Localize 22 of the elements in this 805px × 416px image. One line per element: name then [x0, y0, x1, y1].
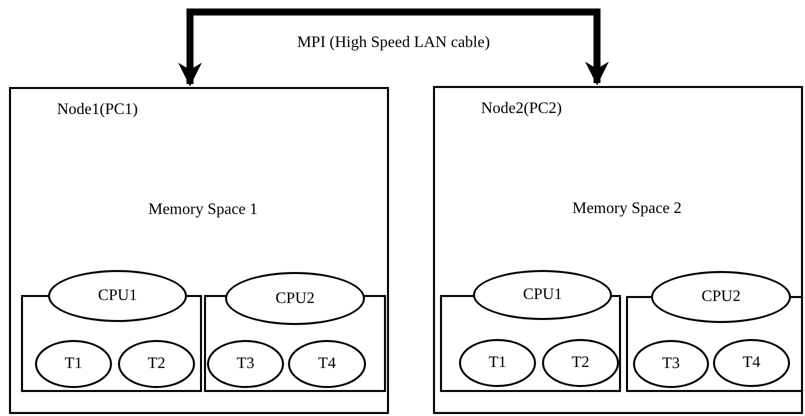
node-label: CPU1: [98, 287, 138, 305]
node-title: Node1(PC1): [57, 101, 138, 119]
node-label: T3: [662, 355, 680, 373]
node-label: T3: [236, 355, 254, 373]
edge-label: MPI (High Speed LAN cable): [297, 34, 490, 52]
node-label: CPU2: [275, 290, 315, 308]
node-title: Node2(PC2): [481, 100, 562, 118]
node-label: T2: [148, 355, 166, 373]
computer-node-box: [9, 87, 389, 414]
connector-arrow: [178, 8, 609, 86]
ellipse-node: [542, 339, 619, 387]
node-label: CPU2: [701, 288, 741, 306]
node-label: T4: [318, 355, 336, 373]
memory-label: Memory Space 1: [148, 201, 258, 219]
node-label: T4: [742, 354, 760, 372]
memory-label: Memory Space 2: [572, 200, 682, 218]
computer-node-box: [433, 86, 803, 414]
node-label: T1: [488, 354, 506, 372]
node-label: T2: [572, 354, 590, 372]
node-label: CPU1: [522, 286, 562, 304]
node-label: T1: [64, 355, 82, 373]
ellipse-node: [207, 340, 284, 388]
